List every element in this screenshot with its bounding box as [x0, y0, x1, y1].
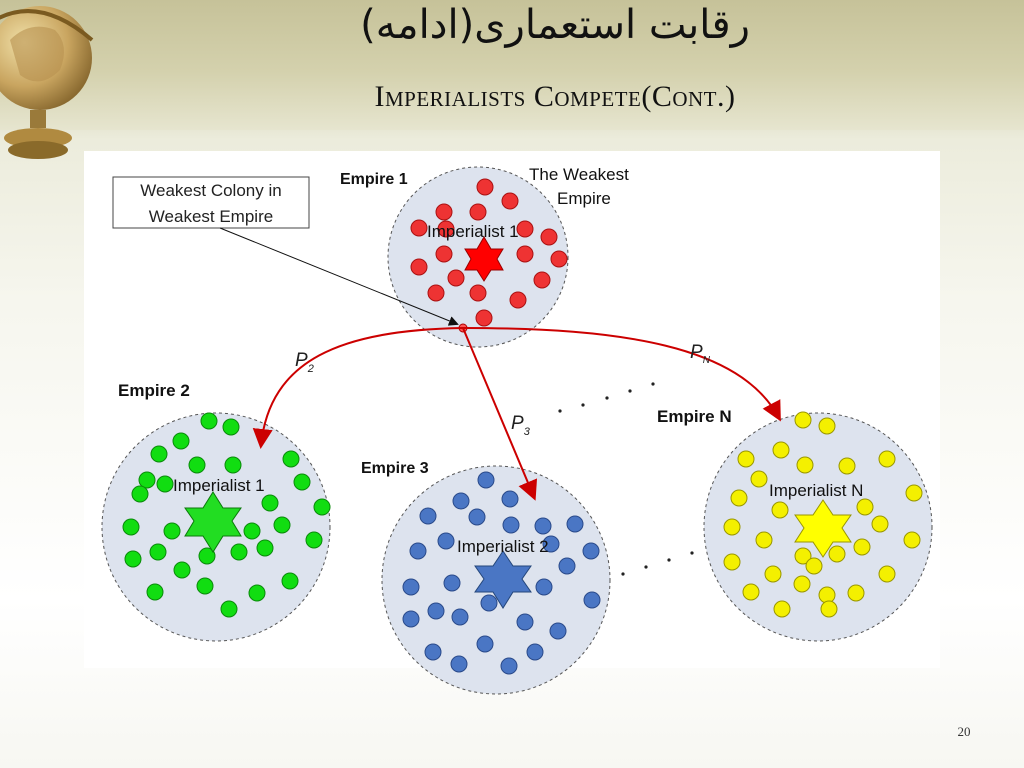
empire-3-label: Empire 3 — [361, 460, 429, 477]
empire-1-label: Empire 1 — [340, 171, 408, 188]
arrow-to-empire-2 — [252, 327, 464, 449]
empire-2-label: Empire 2 — [118, 381, 190, 400]
arrow-to-empire-3 — [462, 327, 538, 501]
empire-1-imperialist-star — [464, 236, 504, 282]
slide-title-english: Imperialists Compete(Cont.) — [374, 80, 736, 113]
empire-3-colonies — [402, 471, 601, 675]
empire-3-imperialist-star — [474, 550, 532, 609]
weakest-empire-label-line2: Empire — [557, 189, 611, 208]
empire-n-label: Empire N — [657, 407, 732, 426]
weakest-colony-callout-line2: Weakest Empire — [149, 207, 273, 226]
header-band — [0, 0, 1024, 130]
empire-3-imperialist-label: Imperialist 2 — [457, 537, 549, 556]
callout-pointer-arrow — [219, 227, 459, 326]
page-number: 20 — [957, 724, 971, 739]
weakest-colony-callout-line1: Weakest Colony in — [140, 181, 281, 200]
weakest-colony-callout-box — [112, 176, 310, 229]
probability-pn-label: PN — [690, 342, 711, 366]
empire-2-imperialist-star — [184, 491, 242, 553]
arrow-to-empire-n — [462, 327, 781, 422]
empire-1-colonies — [410, 178, 568, 327]
empire-2-imperialist-label: Imperialist 1 — [173, 476, 265, 495]
empire-2-colonies — [122, 412, 331, 618]
empire-n-imperialist-star — [794, 499, 852, 558]
empire-1-imperialist-label: Imperialist 1 — [427, 222, 519, 241]
weakest-empire-label-line1: The Weakest — [529, 165, 629, 184]
probability-p2-label: P2 — [295, 350, 314, 375]
probability-p3-label: P3 — [511, 413, 531, 438]
globe-icon — [0, 6, 94, 159]
slide-title-persian: رقابت استعماری(ادامه) — [360, 2, 750, 48]
empire-n-colonies — [723, 411, 923, 618]
ellipsis-dots-upper — [558, 382, 655, 413]
empire-n-imperialist-label: Imperialist N — [769, 481, 863, 500]
ellipsis-dots-lower — [621, 551, 694, 576]
